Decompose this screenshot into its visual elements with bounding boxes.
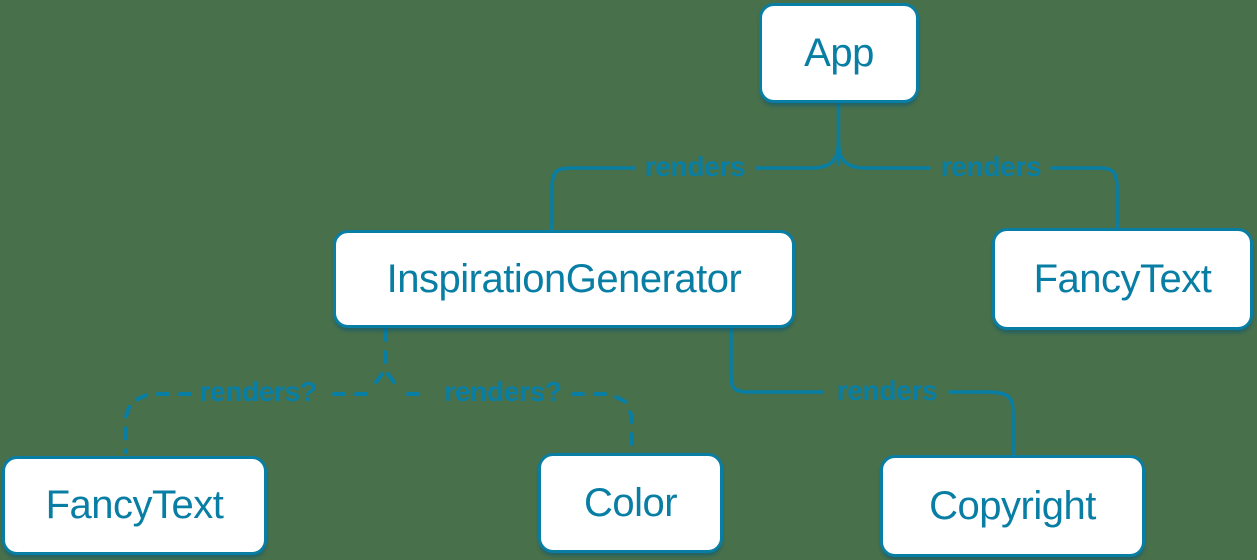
edge-inspirationgenerator-copyright-line xyxy=(948,390,1015,457)
node-fancy-text-top: FancyText xyxy=(992,228,1253,330)
node-color: Color xyxy=(538,453,723,553)
edge-app-fancytext-line xyxy=(836,140,931,170)
node-copyright: Copyright xyxy=(880,455,1145,557)
edge-label-app-inspirationgenerator: renders xyxy=(644,151,746,182)
edge-app-fancytext-line xyxy=(1050,166,1119,230)
node-inspiration-generator: InspirationGenerator xyxy=(333,230,795,328)
edge-label-inspirationgenerator-copyright: renders xyxy=(836,375,938,406)
edge-inspirationgenerator-color-line xyxy=(571,392,634,453)
edge-label-inspirationgenerator-color: renders? xyxy=(444,376,562,407)
edge-label-app-fancytext: renders xyxy=(940,151,1042,182)
node-app: App xyxy=(759,3,919,103)
node-fancy-text-bottom: FancyText xyxy=(2,456,267,555)
edge-app-inspirationgenerator-line xyxy=(755,140,841,170)
edge-inspirationgenerator-fancytext-line xyxy=(369,372,384,391)
edge-label-inspirationgenerator-fancytext: renders? xyxy=(199,376,317,407)
edge-inspirationgenerator-copyright-line xyxy=(729,326,824,394)
edge-app-inspirationgenerator-line xyxy=(550,166,636,232)
edge-inspirationgenerator-color-line xyxy=(386,372,401,391)
edge-inspirationgenerator-fancytext-line xyxy=(124,392,192,454)
